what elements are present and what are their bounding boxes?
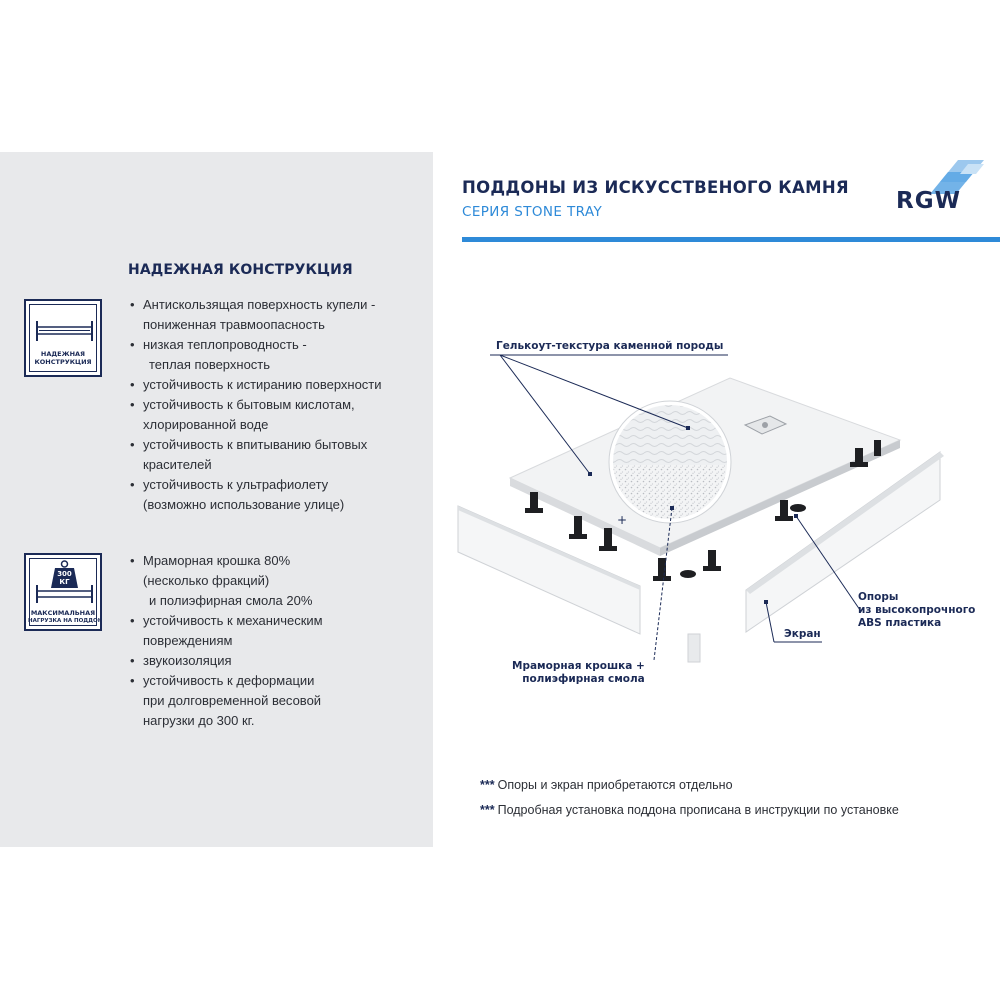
corner-piece — [687, 633, 701, 663]
tray-edge-left — [510, 478, 660, 556]
tray-supports — [525, 440, 881, 581]
construction-features-list: Антискользящая поверхность купели -пониж… — [128, 295, 382, 515]
note-purchase-separately: ***Опоры и экран приобретаются отдельно — [480, 778, 733, 792]
construction-badge: НАДЕЖНАЯ КОНСТРУКЦИЯ — [24, 299, 102, 377]
list-item: устойчивость к ультрафиолету(возможно ис… — [128, 475, 382, 515]
weight-load-icon — [36, 560, 93, 603]
note-installation-instructions: ***Подробная установка поддона прописана… — [480, 803, 899, 817]
weight-value: 300 — [57, 570, 72, 578]
label-supports: Опоры из высокопрочного ABS пластика — [858, 591, 976, 629]
shelf-icon — [36, 321, 93, 341]
screen-panel-left — [457, 505, 641, 635]
header-divider — [462, 237, 1000, 242]
list-item: низкая теплопроводность -теплая поверхно… — [128, 335, 382, 375]
tray-edge-right — [660, 440, 900, 556]
logo-text: RGW — [896, 188, 961, 214]
badge-caption: НАДЕЖНАЯ — [40, 350, 86, 358]
page-subtitle: СЕРИЯ STONE TRAY — [462, 204, 603, 220]
list-item: устойчивость к впитыванию бытовыхкрасите… — [128, 435, 382, 475]
shower-tray-diagram: + — [457, 354, 944, 663]
badge-caption: НАГРУЗКА НА ПОДДОН — [28, 617, 103, 624]
label-marble: Мраморная крошка + полиэфирная смола — [512, 660, 645, 685]
weight-unit: КГ — [59, 578, 70, 586]
label-screen: Экран — [784, 628, 821, 640]
label-gelcoat: Гелькоут-текстура каменной породы — [496, 340, 724, 352]
leader-lines — [490, 354, 861, 661]
list-item: звукоизоляция — [128, 651, 323, 671]
rgw-logo-icon — [930, 160, 984, 194]
section-title: НАДЕЖНАЯ КОНСТРУКЦИЯ — [128, 262, 353, 278]
screen-panel-right — [745, 451, 941, 633]
svg-text:+: + — [617, 513, 627, 527]
badge-caption: КОНСТРУКЦИЯ — [34, 357, 92, 366]
page-title: ПОДДОНЫ ИЗ ИСКУССТВЕНОГО КАМНЯ — [462, 178, 849, 197]
list-item: устойчивость к бытовым кислотам,хлориров… — [128, 395, 382, 435]
badge-caption: МАКСИМАЛЬНАЯ — [30, 609, 96, 617]
list-item: Мраморная крошка 80%(несколько фракций)и… — [128, 551, 323, 611]
left-panel: НАДЕЖНАЯ КОНСТРУКЦИЯ НАДЕЖНАЯ КОНСТРУКЦИ… — [0, 152, 433, 847]
list-item: устойчивость к истиранию поверхности — [128, 375, 382, 395]
max-load-badge: 300 КГ МАКСИМАЛЬНАЯ НАГРУЗКА НА ПОДДОН — [24, 553, 102, 631]
material-features-list: Мраморная крошка 80%(несколько фракций)и… — [128, 551, 323, 731]
list-item: Антискользящая поверхность купели -пониж… — [128, 295, 382, 335]
